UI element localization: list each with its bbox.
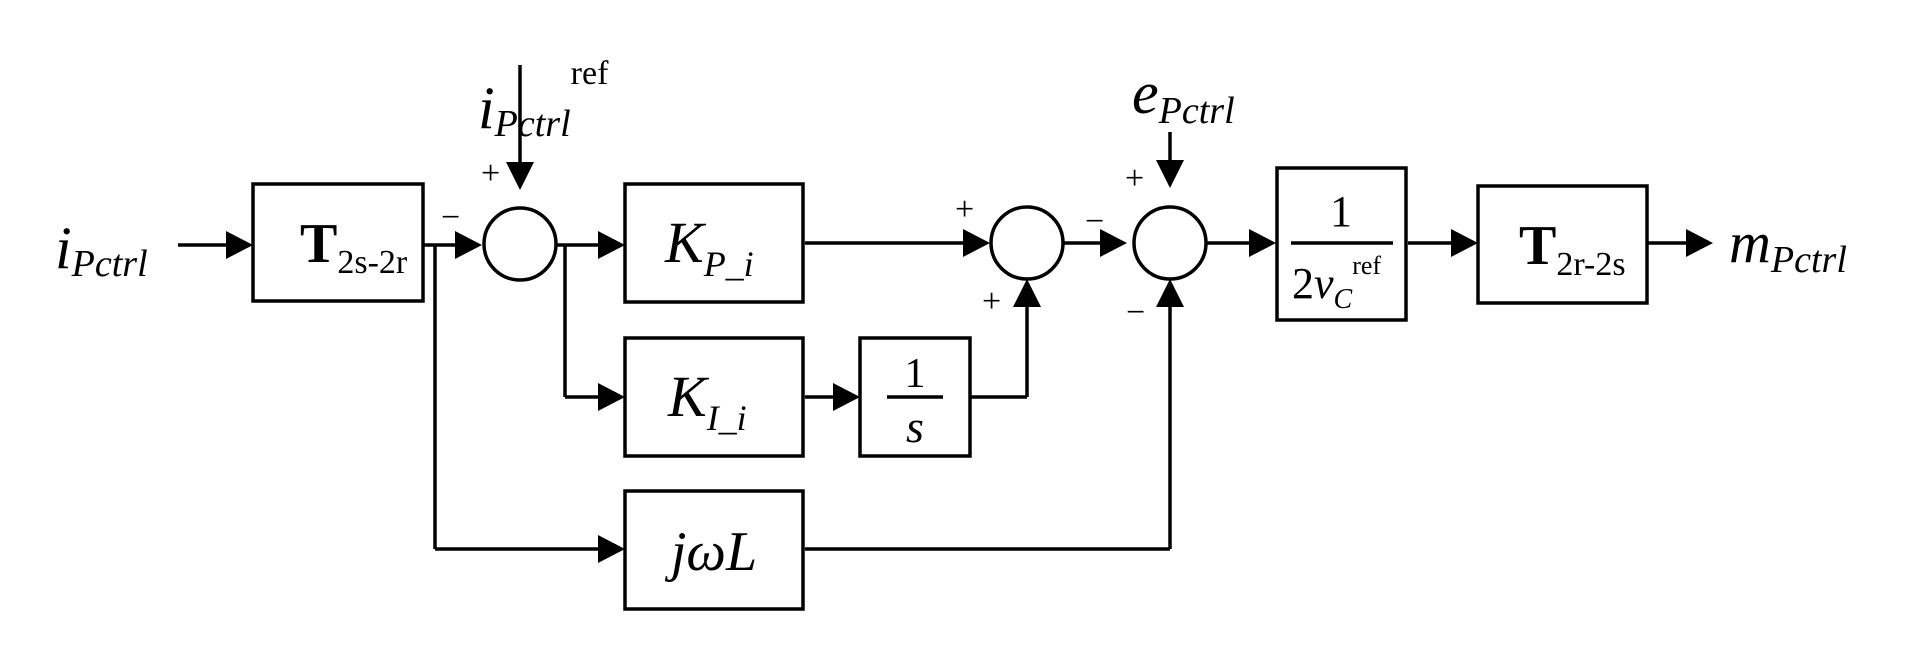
arrowhead-right <box>1100 229 1127 257</box>
block-jwl: jωL <box>623 489 805 611</box>
arrowhead-right <box>598 231 625 259</box>
block-gain: 1 2vCref <box>1275 166 1408 322</box>
block-kp: KP_i <box>623 182 805 304</box>
arrowhead-down <box>1156 160 1184 188</box>
block-t2r2s: T2r-2s <box>1476 184 1649 305</box>
arrowhead-up <box>1156 279 1184 307</box>
svg-text:KI_i: KI_i <box>667 364 747 438</box>
reference-signal-label: iPctrlref <box>478 55 609 145</box>
arrowhead-right <box>1686 229 1713 257</box>
sign-sum2-top: + <box>955 191 974 228</box>
integrator-numerator: 1 <box>905 351 926 397</box>
arrowhead-right <box>598 535 625 563</box>
signal-wires <box>178 65 1690 551</box>
gain-numerator: 1 <box>1330 187 1352 236</box>
arrowhead-right <box>1451 229 1478 257</box>
svg-text:T2r-2s: T2r-2s <box>1519 215 1626 283</box>
arrowhead-up <box>1013 279 1041 307</box>
block-t2s2r: T2s-2r <box>251 182 425 303</box>
arrowheads <box>226 160 1713 563</box>
integrator-denominator: s <box>906 401 924 452</box>
svg-text:jωL: jωL <box>665 521 757 583</box>
summing-junction-1 <box>482 206 558 282</box>
arrowhead-down <box>506 162 534 190</box>
sign-sum3-bottom: − <box>1126 294 1145 331</box>
arrowhead-right <box>1249 229 1276 257</box>
arrowhead-right <box>963 229 990 257</box>
input-signal-label: iPctrl <box>55 215 148 285</box>
output-signal-label: mPctrl <box>1729 210 1847 281</box>
summing-junction-2 <box>989 205 1065 281</box>
svg-text:T2s-2r: T2s-2r <box>300 213 408 281</box>
sign-sum1-top: + <box>481 155 500 192</box>
block-integrator: 1 s <box>858 336 972 458</box>
arrowhead-right <box>226 231 253 259</box>
gain-denominator: 2vCref <box>1292 251 1381 315</box>
disturbance-signal-label: ePctrl <box>1132 60 1235 132</box>
sign-sum2-bottom: + <box>982 283 1001 320</box>
arrowhead-right <box>598 383 625 411</box>
arrowhead-right <box>833 383 860 411</box>
sign-sum3-left: − <box>1085 203 1104 240</box>
summing-junction-3 <box>1132 205 1208 281</box>
sign-sum3-top: + <box>1125 160 1144 197</box>
arrowhead-right <box>455 231 482 259</box>
block-ki: KI_i <box>623 336 805 458</box>
svg-text:KP_i: KP_i <box>664 210 754 284</box>
sign-sum1-left: − <box>441 199 460 236</box>
